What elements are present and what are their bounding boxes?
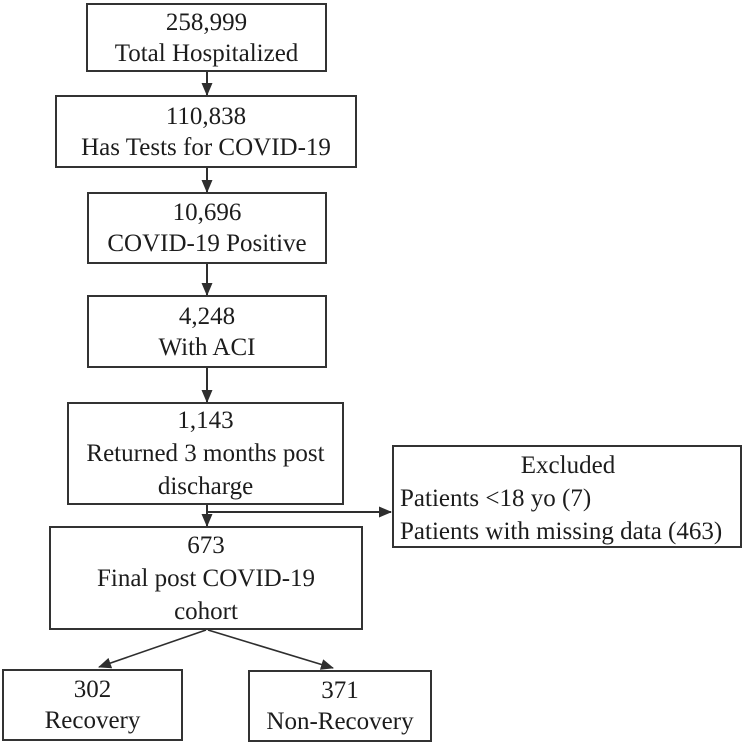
node-final-cohort: 673 Final post COVID-19 cohort <box>49 526 363 630</box>
arrow-final-to-nonrecovery <box>207 629 334 670</box>
node-covid-positive-value: 10,696 <box>172 199 242 226</box>
node-non-recovery-label: Non-Recovery <box>266 708 414 735</box>
node-non-recovery: 371 Non-Recovery <box>248 670 432 742</box>
node-recovery-label: Recovery <box>44 707 141 734</box>
excluded-item-under-18: Patients <18 yo (7) <box>400 485 592 512</box>
node-with-aci-value: 4,248 <box>178 302 236 330</box>
node-final-cohort-value: 673 <box>187 531 225 559</box>
node-excluded: Excluded Patients <18 yo (7) Patients wi… <box>392 445 742 548</box>
node-with-aci: 4,248 With ACI <box>87 295 327 368</box>
node-has-tests-label: Has Tests for COVID-19 <box>81 133 331 161</box>
excluded-item-missing-data: Patients with missing data (463) <box>400 518 723 545</box>
node-covid-positive-label: COVID-19 Positive <box>107 230 307 257</box>
node-recovery-value: 302 <box>73 676 112 703</box>
node-non-recovery-value: 371 <box>321 677 359 704</box>
node-total-hospitalized-label: Total Hospitalized <box>114 39 299 67</box>
node-returned-3-months: 1,143 Returned 3 months post discharge <box>67 402 344 505</box>
node-with-aci-label: With ACI <box>158 333 256 361</box>
node-total-hospitalized: 258,999 Total Hospitalized <box>86 3 327 72</box>
node-returned-3-months-label: Returned 3 months post discharge <box>86 440 325 500</box>
node-has-tests-value: 110,838 <box>165 102 247 130</box>
node-has-tests: 110,838 Has Tests for COVID-19 <box>55 95 357 168</box>
node-returned-3-months-value: 1,143 <box>177 407 234 434</box>
node-total-hospitalized-value: 258,999 <box>165 8 248 36</box>
node-final-cohort-label: Final post COVID-19 cohort <box>96 564 316 625</box>
excluded-title: Excluded <box>520 452 616 479</box>
node-covid-positive: 10,696 COVID-19 Positive <box>87 192 327 264</box>
arrow-final-to-recovery <box>98 629 207 669</box>
node-recovery: 302 Recovery <box>2 669 183 741</box>
